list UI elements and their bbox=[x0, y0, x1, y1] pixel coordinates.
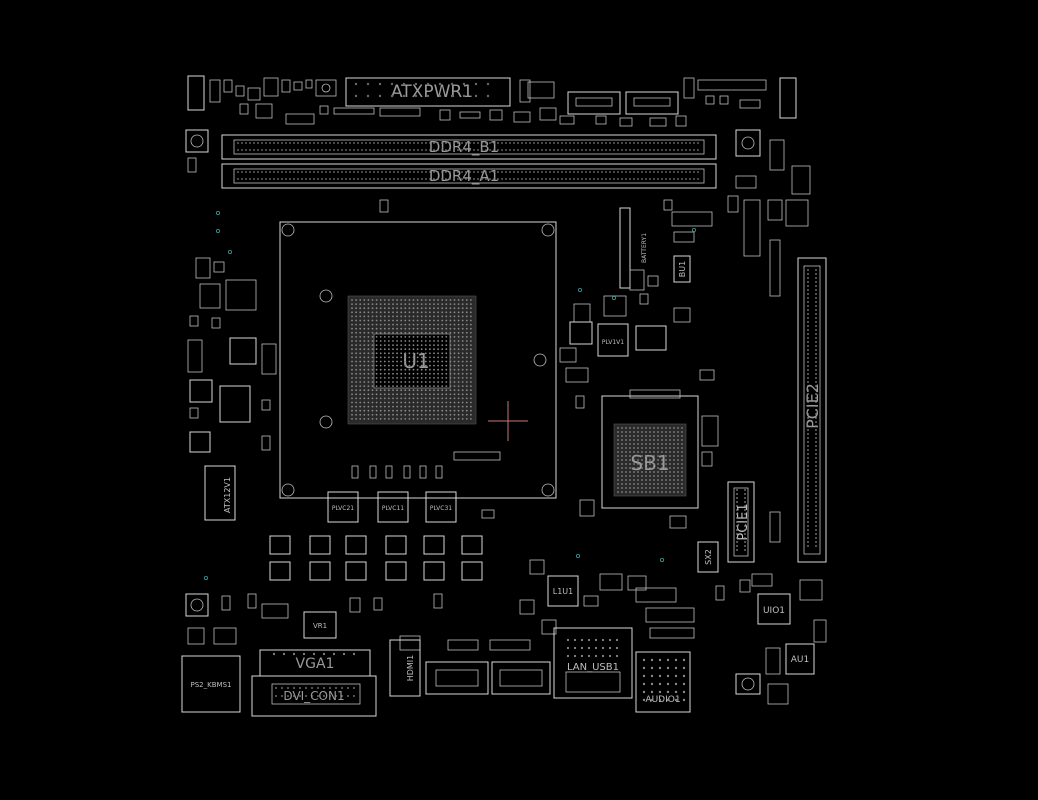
mid-components: PLV1V1 bbox=[559, 211, 713, 383]
atxpwr-pins bbox=[354, 82, 490, 98]
under-socket-caps bbox=[351, 451, 501, 519]
right-side-components: SX2 bbox=[697, 165, 811, 573]
ps2-port: PS2_KBMS1 bbox=[181, 655, 241, 713]
pch-chip: SB1 bbox=[575, 369, 719, 529]
audio-jack-pins bbox=[642, 658, 686, 702]
pcie-short-pins bbox=[736, 489, 746, 551]
plvc11-label: PLVC11 bbox=[382, 505, 404, 512]
cpu-socket-pins bbox=[351, 299, 472, 420]
pcie1-label: PCIE1 bbox=[736, 503, 751, 540]
dimm-side-components bbox=[185, 129, 785, 213]
audio-jack-block: AUDIO1 bbox=[635, 651, 691, 713]
vr1-chip: VR1 bbox=[303, 611, 337, 639]
atx-power-label: ATXPWR1 bbox=[391, 82, 473, 102]
vga-label: VGA1 bbox=[296, 656, 335, 672]
usb-ports bbox=[425, 661, 551, 695]
pch-balls bbox=[617, 427, 683, 493]
plvc31-label: PLVC31 bbox=[430, 505, 452, 512]
dvi-port: DVI_CON1 bbox=[251, 675, 377, 717]
battery-connector: BATTERY1 bbox=[619, 207, 648, 289]
dimm-a-label: DDR4_A1 bbox=[429, 167, 499, 186]
dimm-slot-a: DDR4_A1 bbox=[221, 163, 717, 189]
dimm-a-pins bbox=[237, 171, 699, 180]
battery-label: BATTERY1 bbox=[641, 233, 648, 263]
ps2-label: PS2_KBMS1 bbox=[191, 681, 232, 689]
lan-usb-port: LAN_USB1 bbox=[553, 627, 633, 699]
dvi-pins bbox=[275, 687, 355, 697]
top-header-blocks bbox=[567, 77, 797, 119]
lan-label: LAN_USB1 bbox=[567, 662, 619, 673]
vga-pins bbox=[272, 652, 356, 656]
vrm-chokes: PLVC21 PLVC11 PLVC31 bbox=[327, 491, 457, 523]
l1u1-label: L1U1 bbox=[553, 587, 574, 596]
pcie-slot-long: PCIE2 bbox=[797, 257, 827, 563]
pcie2-label: PCIE2 bbox=[803, 383, 822, 429]
top-small-components bbox=[235, 77, 687, 127]
pcie-slot-short: PCIE1 bbox=[727, 481, 755, 563]
l1u1-chip: L1U1 bbox=[519, 559, 695, 639]
left-vrm-components: ATX12V1 bbox=[187, 257, 277, 521]
dimm-b-label: DDR4_B1 bbox=[429, 138, 499, 157]
plvc21-label: PLVC21 bbox=[332, 505, 354, 512]
hdmi-label: HDMI1 bbox=[406, 655, 415, 682]
uio1-label: UIO1 bbox=[763, 606, 785, 616]
pcie-long-pins bbox=[807, 269, 817, 547]
dimm-slot-b: DDR4_B1 bbox=[221, 134, 717, 160]
vr1-label: VR1 bbox=[313, 622, 327, 630]
lan-pins bbox=[566, 638, 619, 658]
top-left-connector bbox=[187, 75, 233, 111]
bu1-label: BU1 bbox=[678, 261, 687, 277]
au1-label: AU1 bbox=[791, 655, 809, 665]
audio-label: AUDIO1 bbox=[645, 695, 680, 705]
dvi-label: DVI_CON1 bbox=[283, 689, 344, 703]
pch-label: SB1 bbox=[630, 451, 669, 475]
plv1-label: PLV1V1 bbox=[602, 339, 624, 346]
sx2-label: SX2 bbox=[704, 549, 713, 565]
au1-chip: AU1 bbox=[735, 619, 827, 705]
cpu-marker bbox=[488, 401, 528, 441]
atx-power-connector: ATXPWR1 bbox=[315, 77, 531, 107]
bu1-chip: BU1 bbox=[673, 255, 691, 283]
dimm-b-pins bbox=[237, 142, 699, 151]
uio1-chip: UIO1 bbox=[715, 573, 823, 625]
hdmi-port: HDMI1 bbox=[389, 639, 421, 697]
mosfet-grid bbox=[269, 535, 483, 581]
via-markers bbox=[203, 210, 697, 581]
left-bottom-components bbox=[185, 593, 531, 651]
cpu-socket: U1 bbox=[279, 221, 557, 499]
atx12v-label: ATX12V1 bbox=[223, 477, 232, 513]
